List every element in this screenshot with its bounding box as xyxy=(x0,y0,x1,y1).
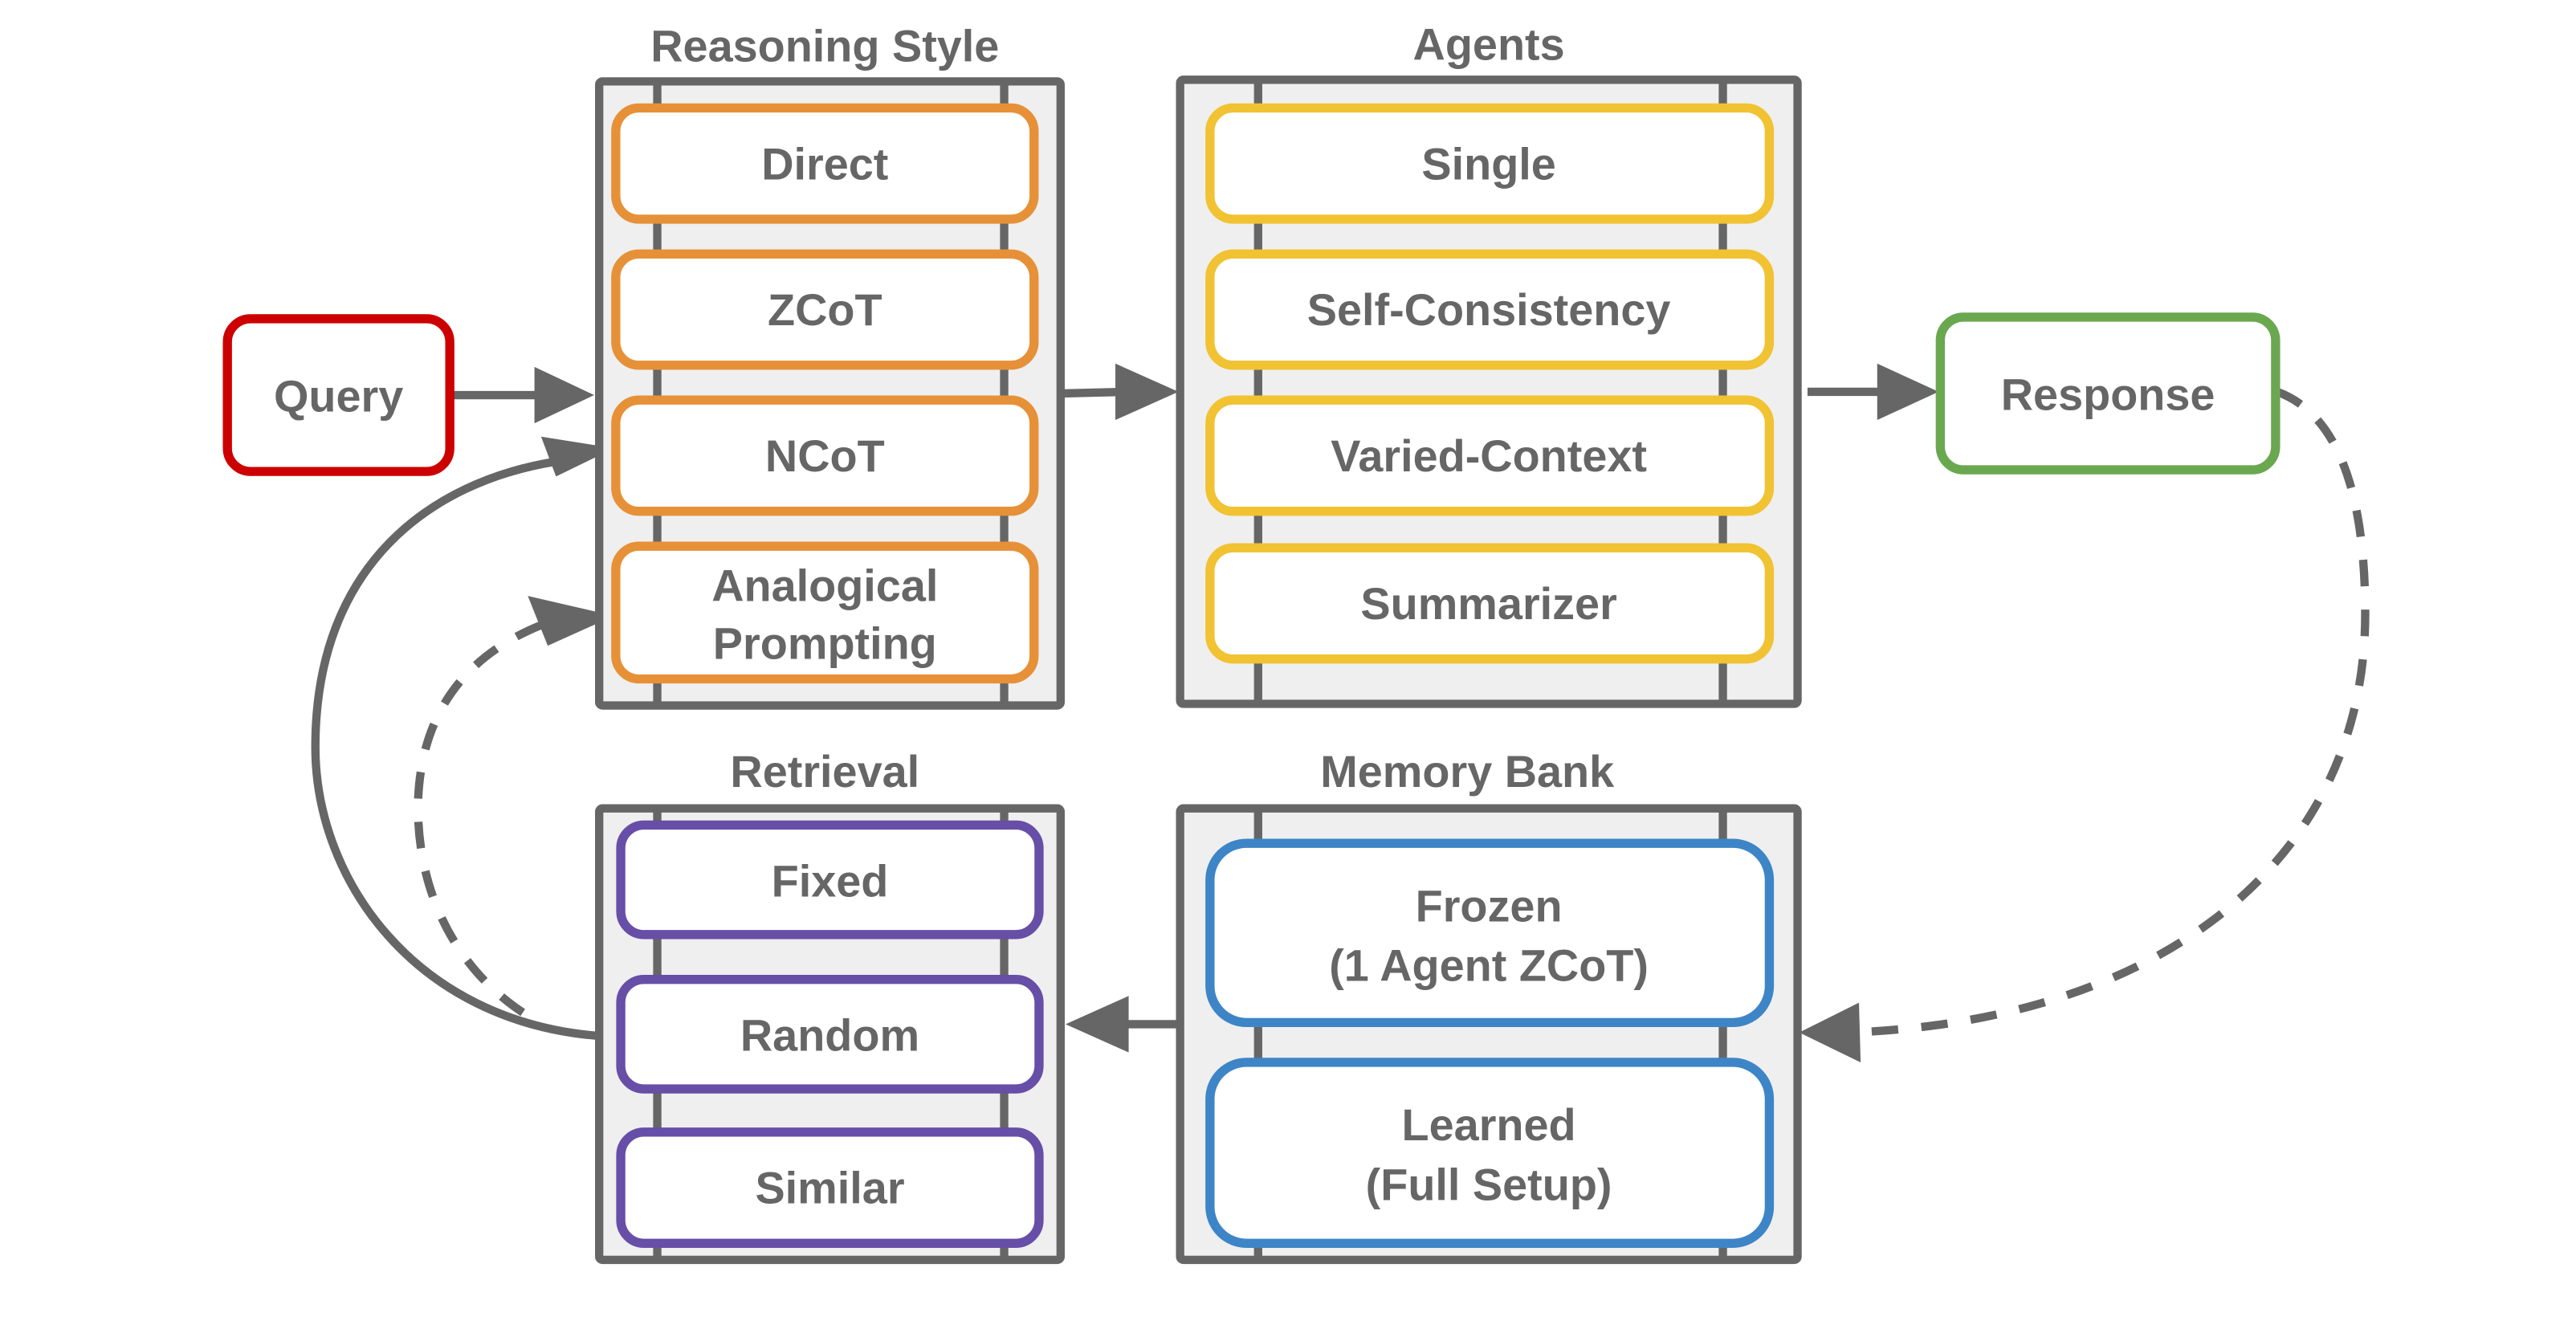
response-box xyxy=(1935,312,2280,475)
reasoning-style-group: Reasoning Style Direct ZCoT NCoT Analogi… xyxy=(595,21,1065,710)
memory-bank-group: Memory Bank Frozen (1 Agent ZCoT) Learne… xyxy=(1176,746,1802,1265)
item-box xyxy=(611,541,1039,684)
arrowhead-memory-to-retrieval xyxy=(1066,996,1129,1053)
response-label: Response xyxy=(2001,369,2215,420)
item-box xyxy=(1205,395,1775,516)
item-box xyxy=(1205,1058,1775,1248)
agents-item-self-consistency: Self-Consistency xyxy=(1205,249,1775,370)
arrowhead-reasoning-to-agents xyxy=(1115,363,1179,421)
item-box xyxy=(611,395,1039,516)
arrowhead-retrieval-to-analogical xyxy=(528,596,614,646)
retrieval-item-similar: Similar xyxy=(616,1127,1044,1248)
edges xyxy=(311,363,2370,1062)
retrieval-group: Retrieval Fixed Random Similar xyxy=(595,746,1065,1265)
item-box xyxy=(616,974,1044,1094)
arrowhead-query-to-reasoning xyxy=(534,366,594,424)
item-label-line2: (1 Agent ZCoT) xyxy=(1329,940,1649,991)
edge-response-to-memory-dashed xyxy=(1850,388,2370,1037)
item-label: Varied-Context xyxy=(1331,430,1647,481)
item-label-line1: Learned xyxy=(1402,1099,1576,1150)
retrieval-item-random: Random xyxy=(616,974,1044,1094)
agents-group: Agents Single Self-Consistency Varied-Co… xyxy=(1176,19,1802,708)
query-label: Query xyxy=(274,371,403,422)
item-label-line2: (Full Setup) xyxy=(1366,1160,1612,1210)
retrieval-item-fixed: Fixed xyxy=(616,820,1044,940)
item-label: Fixed xyxy=(772,855,889,906)
query-box xyxy=(222,314,454,476)
reasoning-style-title: Reasoning Style xyxy=(650,21,999,71)
edge-retrieval-to-analogical-dashed xyxy=(414,618,549,1017)
agents-item-single: Single xyxy=(1205,103,1775,224)
query-node: Query xyxy=(222,314,454,476)
arrowhead-response-to-memory xyxy=(1799,1002,1861,1062)
item-label: Similar xyxy=(755,1163,904,1213)
item-label: Random xyxy=(740,1010,919,1061)
item-label-line1: Frozen xyxy=(1416,880,1563,931)
item-label-line2: Prompting xyxy=(713,618,937,669)
agents-title: Agents xyxy=(1413,19,1565,70)
arrowhead-agents-to-response xyxy=(1877,363,1939,421)
item-box xyxy=(616,820,1044,940)
item-label: ZCoT xyxy=(768,284,882,335)
item-label: Summarizer xyxy=(1360,578,1616,629)
item-label: NCoT xyxy=(765,430,885,481)
edge-retrieval-to-ncot xyxy=(311,457,598,1041)
item-box xyxy=(1205,249,1775,370)
item-box xyxy=(616,1127,1044,1248)
agents-item-varied-context: Varied-Context xyxy=(1205,395,1775,516)
item-box xyxy=(611,103,1039,224)
reasoning-item-zcot: ZCoT xyxy=(611,249,1039,370)
item-label: Single xyxy=(1421,138,1555,189)
item-label: Self-Consistency xyxy=(1307,284,1671,335)
item-label-line1: Analogical xyxy=(711,560,938,610)
reasoning-item-direct: Direct xyxy=(611,103,1039,224)
memory-item-learned: Learned (Full Setup) xyxy=(1205,1058,1775,1248)
item-box xyxy=(611,249,1039,370)
memory-item-frozen: Frozen (1 Agent ZCoT) xyxy=(1205,838,1775,1028)
memory-bank-title: Memory Bank xyxy=(1320,746,1615,797)
retrieval-title: Retrieval xyxy=(730,746,919,797)
item-box xyxy=(1205,838,1775,1028)
item-box xyxy=(1205,543,1775,664)
response-node: Response xyxy=(1935,312,2280,475)
reasoning-item-ncot: NCoT xyxy=(611,395,1039,516)
agents-item-summarizer: Summarizer xyxy=(1205,543,1775,664)
reasoning-item-analogical-prompting: Analogical Prompting xyxy=(611,541,1039,684)
item-box xyxy=(1205,103,1775,224)
item-label: Direct xyxy=(761,138,888,189)
